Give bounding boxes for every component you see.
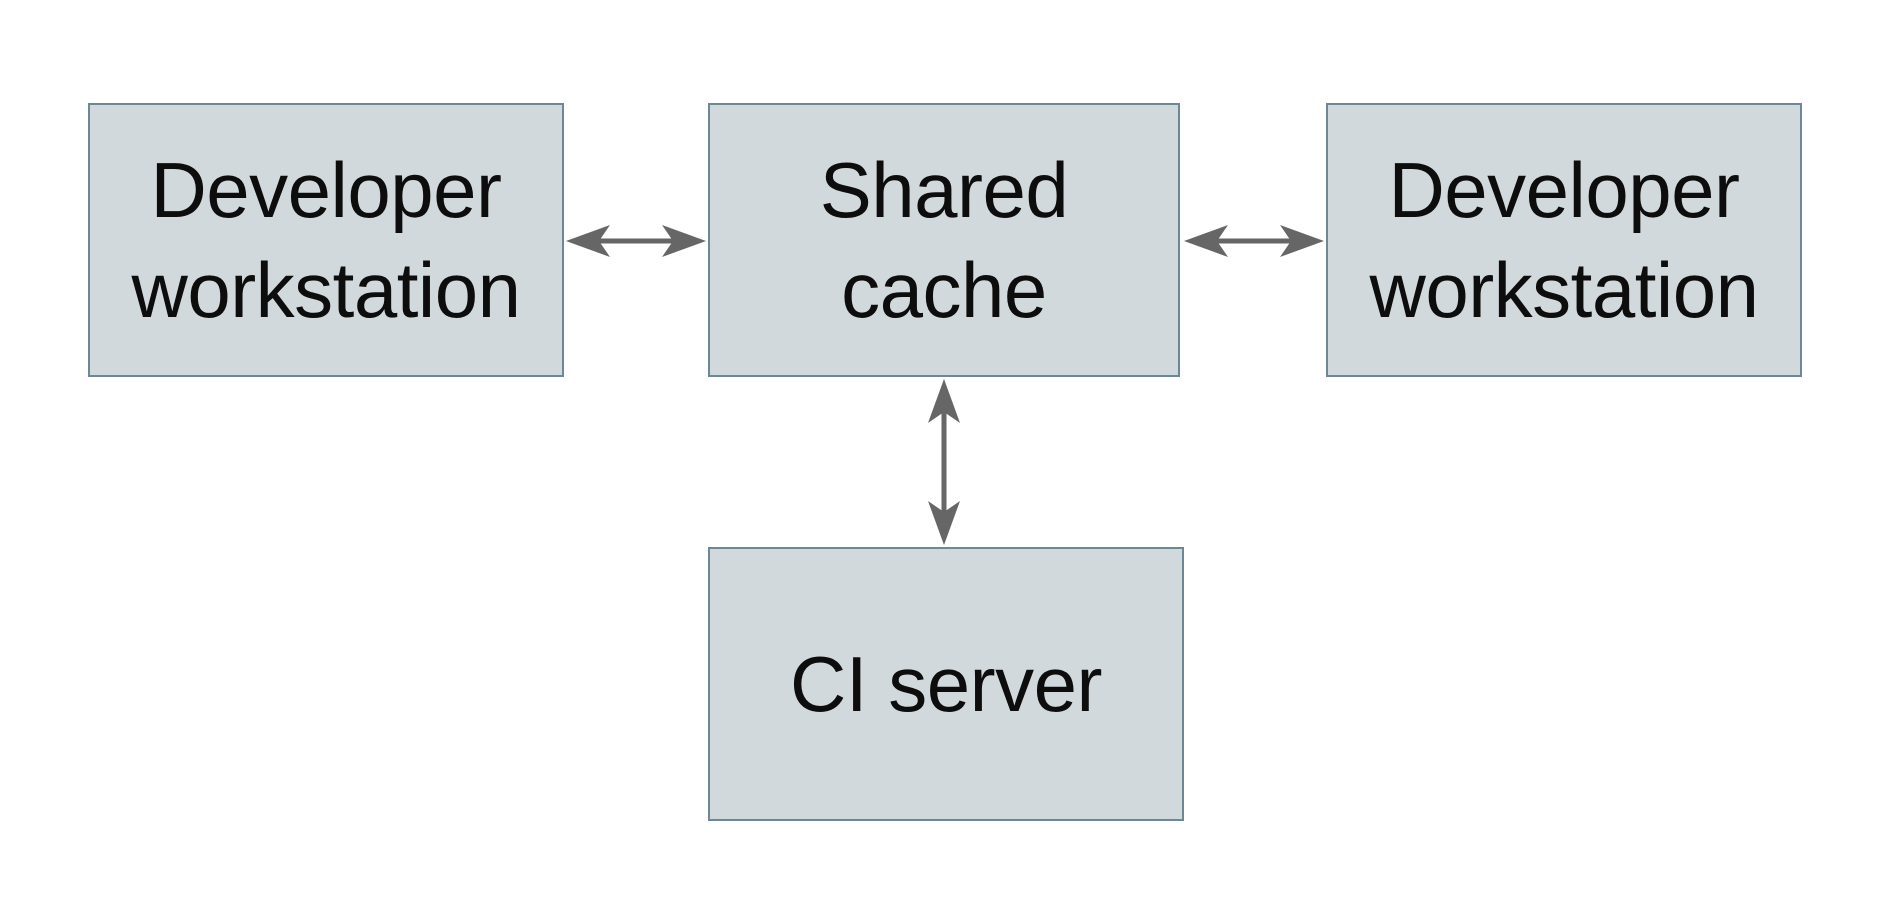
node-label-line: workstation	[131, 246, 522, 334]
node-label-line: CI server	[790, 640, 1102, 728]
node-label-line: cache	[841, 246, 1047, 334]
node-ci-server: CI server	[708, 547, 1184, 821]
node-label-line: workstation	[1369, 246, 1760, 334]
arrow-devleft-cache	[566, 225, 706, 257]
node-label-line: Developer	[1388, 146, 1740, 234]
node-label-line: Developer	[150, 146, 502, 234]
arrow-cache-devright	[1184, 225, 1324, 257]
node-label-line: Shared	[819, 146, 1069, 234]
node-shared-cache: Shared cache	[708, 103, 1180, 377]
node-developer-workstation-right: Developer workstation	[1326, 103, 1802, 377]
arrow-cache-ciserver	[928, 379, 960, 545]
node-developer-workstation-left: Developer workstation	[88, 103, 564, 377]
